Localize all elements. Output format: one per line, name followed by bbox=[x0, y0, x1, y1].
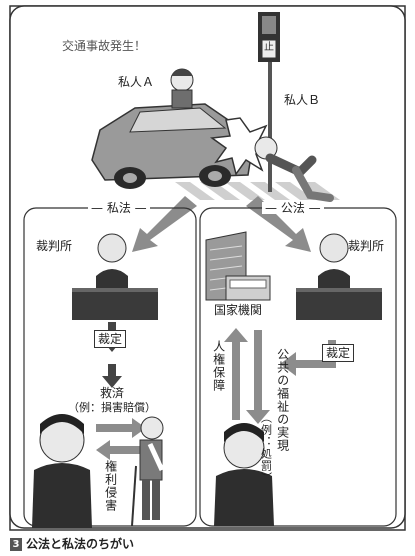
private-law-header: — 私法 — bbox=[88, 202, 150, 214]
private-ruling-box: 裁定 bbox=[94, 330, 127, 348]
public-judge-figure bbox=[296, 233, 382, 320]
public-ruling-box: 裁定 bbox=[322, 344, 355, 362]
public-law-header: — 公法 — bbox=[262, 202, 324, 214]
remedy-example-label: （例：損害賠償） bbox=[68, 401, 156, 414]
public-welfare-label: 公共の福祉の実現 bbox=[275, 348, 290, 452]
state-agency-label: 国家機関 bbox=[214, 303, 263, 317]
private-judge-figure bbox=[72, 233, 158, 320]
private-law-header-text: 私法 bbox=[106, 201, 131, 215]
accident-label: 交通事故発生！ bbox=[62, 39, 147, 53]
caption-number: 3 bbox=[10, 538, 22, 551]
infringement-label: 権利侵害 bbox=[103, 460, 118, 512]
caption-text: 公法と私法のちがい bbox=[26, 537, 135, 551]
punishment-example-label: （例：処罰） bbox=[259, 412, 273, 484]
private-person-b-figure bbox=[131, 416, 165, 527]
collision-burst bbox=[209, 117, 277, 176]
state-agency-building bbox=[205, 231, 271, 301]
traffic-signal bbox=[258, 12, 280, 192]
person-b-label: 私人Ｂ bbox=[284, 93, 321, 107]
person-a-label: 私人Ａ bbox=[118, 75, 155, 89]
public-court-label: 裁判所 bbox=[348, 239, 385, 253]
private-court-label: 裁判所 bbox=[36, 239, 73, 253]
signal-label: 止 bbox=[264, 42, 274, 53]
public-law-header-text: 公法 bbox=[280, 201, 305, 215]
public-person-figure bbox=[214, 423, 274, 526]
private-side-arrows bbox=[96, 418, 146, 460]
private-person-a-figure bbox=[32, 414, 92, 528]
remedy-label: 救済 bbox=[100, 386, 125, 400]
human-rights-label: 人権保障 bbox=[211, 340, 226, 392]
person-a-figure bbox=[170, 68, 194, 109]
car bbox=[91, 103, 253, 189]
person-b-figure bbox=[254, 136, 334, 202]
